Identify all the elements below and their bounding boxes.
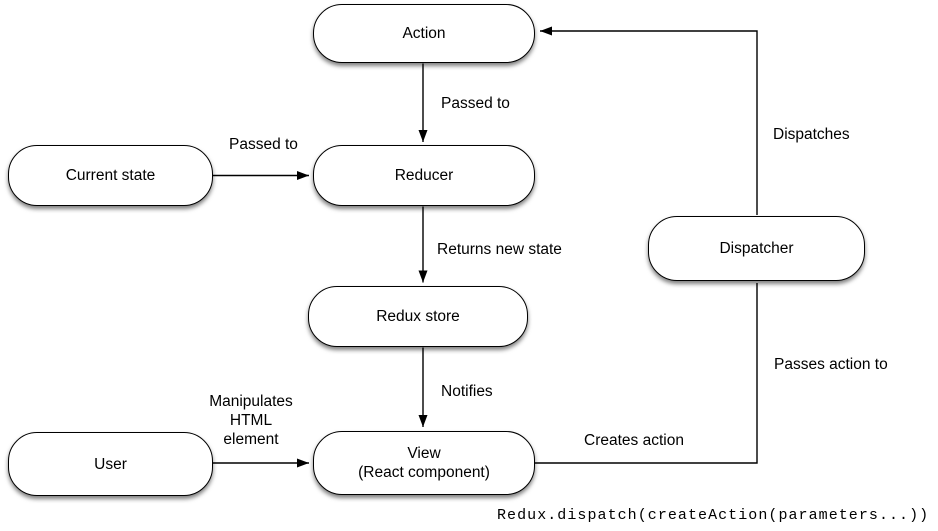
- edge-label-manipulates-line2: HTML: [229, 412, 273, 429]
- edge-label-passed-to-state-reducer: Passed to: [229, 136, 298, 153]
- edge-label-passed-to-action-reducer: Passed to: [441, 95, 510, 112]
- node-view-label-line1: View: [407, 445, 441, 462]
- node-redux-store-label: Redux store: [376, 308, 460, 325]
- edge-label-notifies: Notifies: [441, 383, 493, 400]
- node-current-state: Current state: [8, 145, 213, 206]
- edge-label-manipulates-html-element: Manipulates HTML element: [191, 392, 311, 449]
- edge-label-manipulates-line1: Manipulates: [209, 393, 293, 410]
- node-reducer: Reducer: [313, 145, 535, 206]
- node-view: View (React component): [313, 431, 535, 495]
- code-caption: Redux.dispatch(createAction(parameters..…: [497, 507, 930, 524]
- node-reducer-label: Reducer: [394, 167, 454, 184]
- node-action-label: Action: [402, 25, 446, 42]
- node-user-label: User: [94, 455, 127, 473]
- node-redux-store: Redux store: [308, 286, 528, 347]
- node-view-label-line2: (React component): [358, 464, 490, 481]
- edge-label-creates-action: Creates action: [584, 432, 684, 449]
- edge-dispatcher-to-action: [540, 26, 758, 215]
- edge-label-dispatches: Dispatches: [773, 126, 850, 143]
- node-action: Action: [313, 4, 535, 63]
- edge-label-manipulates-line3: element: [223, 431, 279, 448]
- node-user: User: [8, 432, 213, 496]
- edge-label-returns-new-state: Returns new state: [437, 241, 562, 258]
- node-dispatcher-label: Dispatcher: [719, 240, 794, 257]
- edge-label-passes-action-to: Passes action to: [774, 356, 888, 373]
- node-current-state-label: Current state: [65, 167, 156, 184]
- node-dispatcher: Dispatcher: [648, 216, 865, 281]
